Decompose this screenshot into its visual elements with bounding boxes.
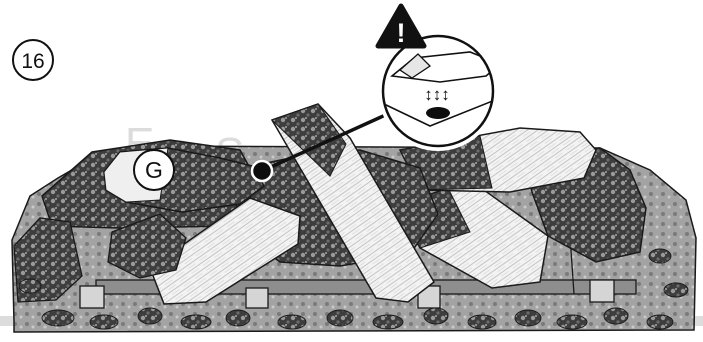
fixing-hole-icon (426, 107, 450, 119)
warning-symbol: ! (397, 18, 406, 48)
step-number: 16 (21, 50, 44, 73)
fixing-point-dot (252, 161, 272, 181)
lift-arrows-icon: ↕↕↕ (424, 85, 450, 104)
warning-triangle-icon: ! (378, 6, 424, 48)
callout-g-label: G (145, 157, 163, 183)
